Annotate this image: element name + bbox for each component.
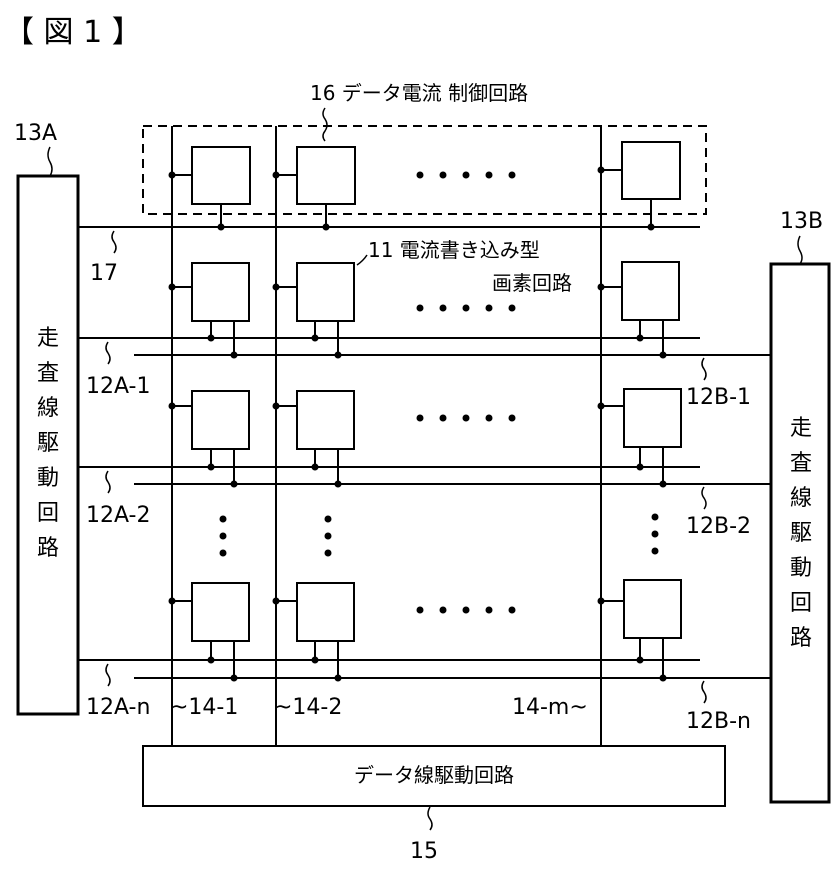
control-cell-m bbox=[598, 142, 681, 231]
data-current-control-label: 16 データ電流 制御回路 bbox=[310, 81, 528, 105]
ellipsis-dots bbox=[417, 172, 516, 179]
data-line-label-14-1: ~14-1 bbox=[170, 695, 238, 720]
ref-17: 17 bbox=[90, 261, 118, 286]
scan-driver-left-text: 走 査 線 駆 動 回 路 bbox=[37, 326, 59, 561]
scan-driver-right-char: 路 bbox=[790, 626, 812, 651]
scan-driver-left-char: 回 bbox=[37, 501, 59, 526]
scan-driver-left-char: 査 bbox=[37, 361, 59, 386]
scan-driver-left-char: 駆 bbox=[37, 431, 59, 456]
scan-driver-right-char: 走 bbox=[790, 416, 812, 441]
data-line-label-14-m: 14-m~ bbox=[512, 695, 588, 720]
data-line-driver-label: データ線駆動回路 bbox=[354, 763, 514, 787]
scan-driver-left-char: 路 bbox=[37, 536, 59, 561]
scan-driver-left-char: 線 bbox=[37, 396, 59, 421]
pixel-row-n bbox=[78, 580, 771, 682]
scan-driver-right-char: 回 bbox=[790, 591, 812, 616]
data-line-driver-ref: 15 bbox=[410, 839, 438, 864]
scan-driver-right-ref: 13B bbox=[780, 209, 823, 234]
pixel-circuit-label-2: 画素回路 bbox=[492, 271, 572, 295]
scan-line-12A-n: 12A-n bbox=[86, 695, 150, 720]
scan-driver-right-char: 駆 bbox=[790, 521, 812, 546]
scan-line-12A-2: 12A-2 bbox=[86, 503, 151, 528]
scan-line-12A-1: 12A-1 bbox=[86, 374, 151, 399]
control-cell-2 bbox=[273, 147, 356, 231]
scan-driver-right-char: 動 bbox=[790, 556, 812, 581]
data-line-label-14-2: ~14-2 bbox=[274, 695, 342, 720]
scan-line-12B-2: 12B-2 bbox=[686, 514, 751, 539]
scan-driver-right-char: 査 bbox=[790, 451, 812, 476]
vertical-ellipsis bbox=[220, 514, 659, 557]
pixel-row-2 bbox=[78, 389, 771, 488]
scan-line-12B-n: 12B-n bbox=[686, 709, 751, 734]
scan-driver-right-char: 線 bbox=[790, 486, 812, 511]
scan-driver-left-char: 動 bbox=[37, 466, 59, 491]
scan-driver-left-ref: 13A bbox=[14, 121, 57, 146]
scan-driver-left-char: 走 bbox=[37, 326, 59, 351]
control-cell-1 bbox=[169, 147, 251, 231]
pixel-circuit-label-1: 11 電流書き込み型 bbox=[368, 238, 540, 262]
scan-driver-right-text: 走 査 線 駆 動 回 路 bbox=[790, 416, 812, 651]
figure-title: 【 図 1 】 bbox=[4, 15, 142, 50]
scan-line-12B-1: 12B-1 bbox=[686, 385, 751, 410]
pixel-row-1 bbox=[78, 262, 771, 359]
